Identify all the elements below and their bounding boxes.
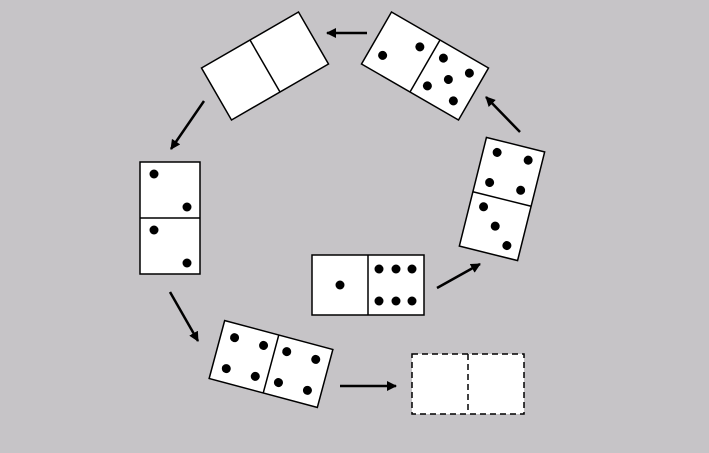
domino-2-2 bbox=[139, 161, 201, 275]
domino-4-3 bbox=[458, 136, 546, 262]
pips-4-left bbox=[221, 333, 269, 381]
pips-5 bbox=[422, 53, 474, 106]
arrow-up-right-icon bbox=[436, 262, 481, 290]
pips-2-bottom bbox=[149, 225, 192, 268]
pips-4-right bbox=[273, 347, 321, 395]
arrow-down-right-icon bbox=[168, 291, 200, 342]
domino-4-4 bbox=[208, 319, 334, 409]
arrow-up-left-icon bbox=[485, 96, 521, 133]
domino-1-6 bbox=[311, 254, 425, 316]
pips-6 bbox=[374, 264, 417, 306]
pips-4 bbox=[485, 147, 533, 195]
domino-2-5 bbox=[360, 10, 490, 122]
pips-2-top bbox=[149, 169, 192, 212]
domino-blank-blank bbox=[200, 10, 330, 122]
pips-2 bbox=[378, 42, 425, 60]
pips-1 bbox=[335, 280, 345, 290]
answer-slot[interactable] bbox=[411, 353, 525, 415]
pips-3 bbox=[479, 202, 512, 251]
arrow-down-left-icon bbox=[169, 100, 206, 150]
